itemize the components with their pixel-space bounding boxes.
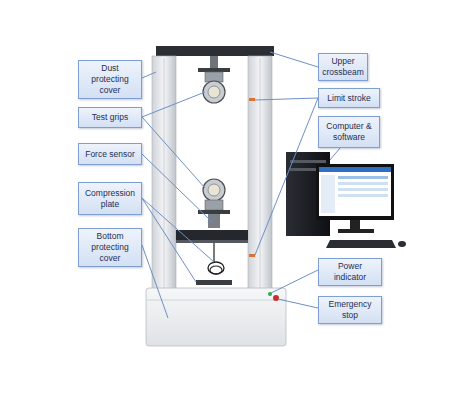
- leader-line: [255, 98, 318, 100]
- software-row: [338, 176, 388, 179]
- software-bar: [319, 167, 391, 172]
- keyboard: [326, 240, 396, 248]
- label-box: Test grips: [78, 107, 142, 128]
- label-box: Upper crossbeam: [318, 53, 368, 81]
- label-box: Bottom protecting cover: [78, 228, 142, 267]
- dust-cover-column: [248, 56, 272, 290]
- label-box: Compression plate: [78, 182, 142, 215]
- monitor-screen: [319, 167, 391, 216]
- software-row: [338, 182, 388, 185]
- part-label: Upper crossbeam: [322, 56, 364, 78]
- force-sensor: [208, 214, 220, 228]
- label-box: Dust protecting cover: [78, 60, 142, 99]
- part-label: Power indicator: [322, 261, 378, 283]
- part-label: Dust protecting cover: [82, 63, 138, 96]
- column-seam: [260, 58, 261, 288]
- grip-face: [208, 184, 220, 196]
- bottom-protecting-cover: [146, 288, 286, 346]
- leader-line: [142, 245, 168, 318]
- leader-line: [255, 98, 318, 255]
- software-row: [338, 194, 388, 197]
- test-grip: [203, 179, 225, 201]
- column-seam: [164, 58, 165, 288]
- monitor-stand: [350, 220, 360, 230]
- label-box: Force sensor: [78, 143, 142, 165]
- base-seam: [146, 300, 286, 301]
- emergency-button: [273, 295, 279, 301]
- leader-line: [271, 270, 318, 293]
- moving-crossbeam: [176, 240, 248, 243]
- software-row: [338, 188, 388, 191]
- sensor-cable: [208, 262, 224, 274]
- limit-mark: [249, 98, 255, 101]
- leader-line: [142, 72, 156, 78]
- leader-line: [270, 52, 318, 67]
- grip-face: [208, 86, 220, 98]
- test-grip: [203, 81, 225, 103]
- leader-line: [142, 92, 205, 117]
- leader-line: [142, 198, 214, 262]
- part-label: Bottom protecting cover: [82, 231, 138, 264]
- dust-cover-column: [152, 56, 176, 290]
- limit-mark: [249, 254, 255, 257]
- moving-crossbeam: [176, 230, 248, 240]
- grip-rod: [210, 56, 218, 70]
- monitor: [316, 164, 394, 220]
- part-label: Compression plate: [82, 188, 138, 210]
- bottom-plate: [196, 280, 232, 285]
- grip-handle: [198, 68, 230, 72]
- top-crossbeam: [156, 46, 274, 56]
- label-box: Limit stroke: [318, 88, 380, 108]
- sensor-cable: [210, 266, 222, 274]
- monitor-stand: [338, 229, 374, 233]
- part-label: Emergency stop: [322, 299, 378, 321]
- label-box: Computer & software: [318, 116, 380, 148]
- leader-line: [142, 198, 196, 282]
- leader-line: [330, 148, 340, 160]
- drive-bay: [290, 160, 326, 163]
- leader-line: [142, 154, 212, 222]
- part-label: Computer & software: [322, 121, 376, 143]
- label-box: Power indicator: [318, 258, 382, 286]
- mouse: [398, 241, 406, 247]
- label-box: Emergency stop: [318, 296, 382, 324]
- part-label: Limit stroke: [327, 93, 370, 104]
- leader-line: [278, 299, 318, 308]
- part-label: Test grips: [92, 112, 128, 123]
- part-label: Force sensor: [85, 149, 135, 160]
- software-panel: [321, 175, 335, 213]
- test-grip: [205, 200, 223, 210]
- leader-line: [142, 117, 205, 188]
- sensor-cable: [213, 243, 214, 262]
